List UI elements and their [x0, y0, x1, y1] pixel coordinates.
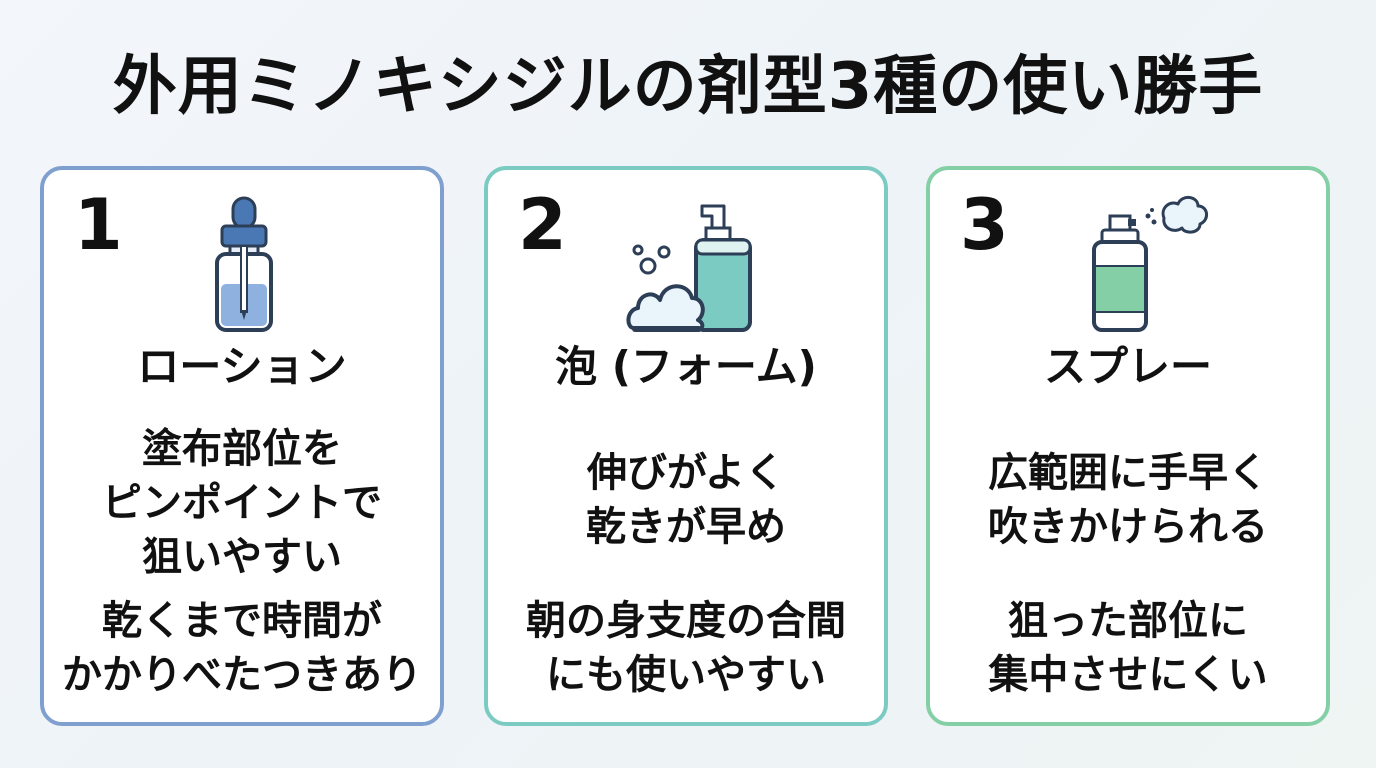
card-spray: 3 スプレー 広範囲に手早く 吹きかけられる 狙った部位に 集中させにくい — [926, 166, 1330, 726]
merit-line: 伸びがよく — [587, 450, 785, 496]
merit-line: 吹きかけられる — [988, 504, 1268, 550]
merit-line: 狙いやすい — [142, 534, 342, 580]
card-number: 3 — [960, 184, 1009, 266]
merit-text: 伸びがよく 乾きが早め — [488, 446, 884, 554]
demerit-text: 狙った部位に 集中させにくい — [930, 594, 1326, 702]
merit-text: 広範囲に手早く 吹きかけられる — [930, 446, 1326, 554]
demerit-text: 乾くまで時間が かかりべたつきあり — [44, 594, 440, 702]
merit-line: ピンポイントで — [102, 480, 382, 526]
demerit-line: 乾くまで時間が — [102, 598, 382, 644]
foam-pump-bottle-icon — [588, 192, 788, 342]
card-lotion: 1 ローション 塗布部位を ピンポイントで 狙いやすい 乾くまで時間が かかりべ… — [40, 166, 444, 726]
formulation-name: スプレー — [1043, 342, 1212, 391]
card-foam: 2 泡 (フォーム) 伸びがよく 乾きが早め 朝の身支度の合間 にも使いやすい — [484, 166, 888, 726]
spray-bottle-icon — [1030, 192, 1230, 342]
demerit-text: 朝の身支度の合間 にも使いやすい — [488, 594, 884, 702]
demerit-line: かかりべたつきあり — [62, 652, 422, 698]
demerit-line: 朝の身支度の合間 — [526, 598, 846, 644]
demerit-line: にも使いやすい — [546, 652, 826, 698]
dropper-bottle-icon — [144, 192, 344, 342]
merit-text: 塗布部位を ピンポイントで 狙いやすい — [44, 422, 440, 584]
formulation-name: 泡 (フォーム) — [555, 342, 817, 391]
card-number: 1 — [74, 184, 123, 266]
merit-line: 広範囲に手早く — [988, 450, 1268, 496]
demerit-line: 狙った部位に — [1008, 598, 1248, 644]
formulation-name: ローション — [137, 342, 347, 391]
merit-line: 塗布部位を — [142, 426, 342, 472]
demerit-line: 集中させにくい — [988, 652, 1268, 698]
page-title: 外用ミノキシジルの剤型3種の使い勝手 — [112, 50, 1264, 124]
merit-line: 乾きが早め — [586, 504, 786, 550]
card-number: 2 — [518, 184, 567, 266]
